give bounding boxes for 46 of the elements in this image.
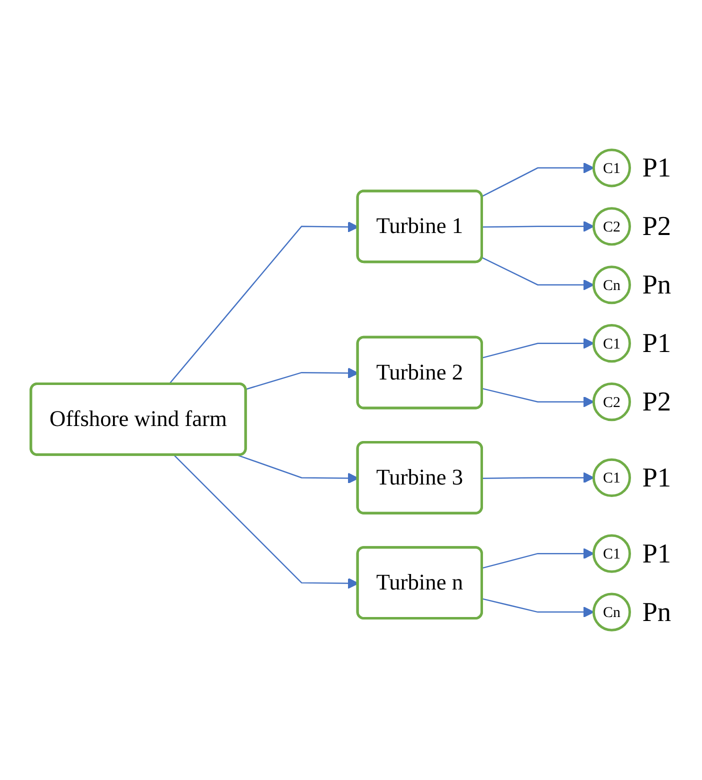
arrow xyxy=(482,548,594,569)
arrow xyxy=(482,257,594,290)
component-ellipse xyxy=(592,458,632,497)
node-caption: P1 xyxy=(642,328,672,358)
node-caption: Pn xyxy=(642,596,672,627)
process-box xyxy=(356,190,483,264)
arrow xyxy=(482,388,594,408)
node-caption: P2 xyxy=(642,211,672,242)
process-box xyxy=(30,382,247,456)
component-ellipse xyxy=(592,382,632,422)
node-label: C2 xyxy=(603,218,620,236)
process-box xyxy=(356,441,483,514)
node-label: Turbine 3 xyxy=(376,464,464,490)
node-label: Offshore wind farm xyxy=(50,406,227,432)
node-caption: P1 xyxy=(642,152,672,183)
arrow xyxy=(246,368,359,390)
node-caption: P2 xyxy=(642,386,672,417)
node-label: C2 xyxy=(603,393,620,411)
node-caption: P1 xyxy=(642,462,672,492)
node-label: C1 xyxy=(603,469,620,486)
component-ellipse xyxy=(592,207,632,246)
node-label: C1 xyxy=(603,159,620,177)
arrow xyxy=(174,454,359,589)
node-label: Turbine n xyxy=(376,570,464,595)
arrow xyxy=(482,338,594,358)
arrow xyxy=(238,454,359,484)
node-label: C1 xyxy=(603,334,620,352)
component-ellipse xyxy=(592,266,632,304)
arrow xyxy=(168,221,359,385)
node-label: Turbine 1 xyxy=(376,213,464,238)
process-box xyxy=(356,546,483,620)
node-label: Cn xyxy=(603,603,620,621)
node-caption: Pn xyxy=(642,270,672,300)
component-ellipse xyxy=(592,592,632,632)
arrow xyxy=(482,162,594,197)
process-box xyxy=(356,336,483,410)
node-label: C1 xyxy=(603,544,620,562)
component-ellipse xyxy=(592,324,632,363)
arrow xyxy=(482,598,594,618)
arrow xyxy=(482,472,594,484)
component-ellipse xyxy=(592,534,632,573)
arrow xyxy=(482,220,594,232)
component-ellipse xyxy=(592,148,632,188)
node-label: Cn xyxy=(603,276,620,294)
node-label: Turbine 2 xyxy=(376,360,464,384)
node-caption: P1 xyxy=(642,538,672,568)
